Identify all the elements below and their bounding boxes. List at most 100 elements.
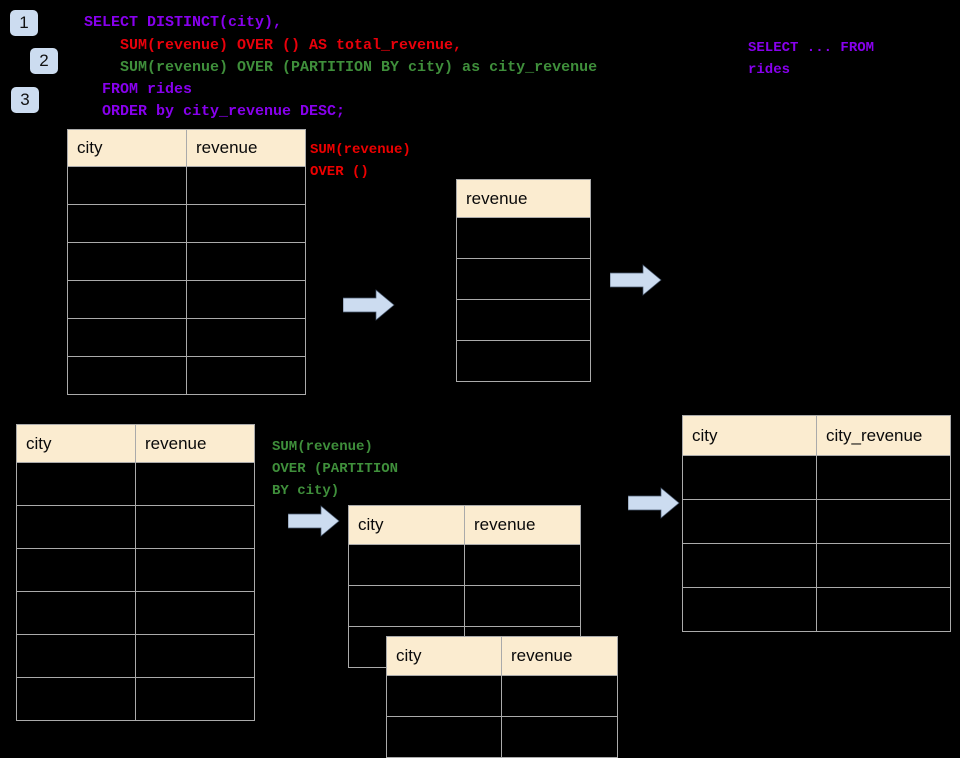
table-row bbox=[386, 675, 618, 717]
partition-group-front-table: city revenue bbox=[386, 636, 618, 758]
cell-revenue bbox=[456, 299, 591, 341]
table-header-row: city revenue bbox=[386, 636, 618, 676]
sql-line-sum-over-partition: SUM(revenue) OVER (PARTITION BY city) as… bbox=[84, 59, 598, 76]
table-row bbox=[16, 591, 255, 635]
cell-revenue bbox=[186, 204, 306, 243]
column-header-revenue: revenue bbox=[456, 179, 591, 218]
table-header-row: revenue bbox=[456, 179, 591, 218]
table-row bbox=[682, 499, 951, 544]
step-badge-1: 1 bbox=[10, 10, 38, 36]
cell-revenue bbox=[135, 548, 255, 592]
column-header-city: city bbox=[16, 424, 136, 463]
table-row bbox=[67, 204, 306, 243]
table-row bbox=[16, 677, 255, 721]
table-row bbox=[456, 299, 591, 341]
cell-city bbox=[386, 675, 502, 717]
cell-city bbox=[386, 716, 502, 758]
table-row bbox=[67, 356, 306, 395]
table-header-row: city revenue bbox=[348, 505, 581, 545]
column-header-city-revenue: city_revenue bbox=[816, 415, 951, 456]
cell-city bbox=[682, 587, 817, 632]
sql-line-sum-over-empty: SUM(revenue) OVER () AS total_revenue, bbox=[84, 37, 463, 54]
table-row bbox=[67, 242, 306, 281]
cell-revenue bbox=[186, 280, 306, 319]
cell-city bbox=[16, 462, 136, 506]
note-sum-over-partition: SUM(revenue) OVER (PARTITION BY city) bbox=[272, 439, 399, 499]
cell-city bbox=[16, 548, 136, 592]
cell-revenue bbox=[186, 166, 306, 205]
cell-city bbox=[67, 318, 187, 357]
column-header-revenue: revenue bbox=[186, 129, 306, 167]
sql-line-select-distinct: SELECT DISTINCT(city), bbox=[84, 14, 283, 31]
table-row bbox=[348, 544, 581, 586]
table-row bbox=[682, 455, 951, 500]
cell-revenue bbox=[456, 340, 591, 382]
cell-revenue bbox=[135, 677, 255, 721]
cell-city bbox=[67, 204, 187, 243]
cell-revenue bbox=[501, 675, 618, 717]
table-row bbox=[16, 505, 255, 549]
cell-city bbox=[16, 505, 136, 549]
cell-city-revenue bbox=[816, 543, 951, 588]
rides-source-top-table: city revenue bbox=[67, 129, 306, 395]
final-result-table: city city_revenue bbox=[682, 415, 951, 632]
cell-revenue bbox=[501, 716, 618, 758]
rides-source-bottom-table: city revenue bbox=[16, 424, 255, 721]
column-header-city: city bbox=[682, 415, 817, 456]
column-header-revenue: revenue bbox=[135, 424, 255, 463]
cell-revenue bbox=[135, 462, 255, 506]
cell-city bbox=[682, 455, 817, 500]
cell-city bbox=[682, 499, 817, 544]
arrow-bottom-2 bbox=[627, 487, 680, 524]
table-row bbox=[16, 462, 255, 506]
column-header-city: city bbox=[386, 636, 502, 676]
table-row bbox=[456, 217, 591, 259]
cell-city-revenue bbox=[816, 455, 951, 500]
step-badge-2: 2 bbox=[30, 48, 58, 74]
cell-city bbox=[16, 591, 136, 635]
cell-revenue bbox=[135, 591, 255, 635]
cell-city-revenue bbox=[816, 499, 951, 544]
cell-revenue bbox=[135, 634, 255, 678]
arrow-bottom-1 bbox=[287, 505, 340, 542]
cell-revenue bbox=[186, 318, 306, 357]
cell-city bbox=[67, 242, 187, 281]
cell-city bbox=[682, 543, 817, 588]
arrow-top-2 bbox=[609, 264, 662, 301]
column-header-city: city bbox=[348, 505, 465, 545]
cell-revenue bbox=[135, 505, 255, 549]
table-row bbox=[67, 166, 306, 205]
column-header-revenue: revenue bbox=[464, 505, 581, 545]
cell-revenue bbox=[464, 585, 581, 627]
cell-revenue bbox=[456, 258, 591, 300]
cell-city bbox=[16, 677, 136, 721]
cell-revenue bbox=[186, 242, 306, 281]
table-header-row: city revenue bbox=[67, 129, 306, 167]
table-row bbox=[386, 716, 618, 758]
table-row bbox=[682, 587, 951, 632]
cell-city bbox=[67, 166, 187, 205]
cell-city bbox=[67, 280, 187, 319]
cell-city-revenue bbox=[816, 587, 951, 632]
cell-city bbox=[348, 585, 465, 627]
table-row bbox=[348, 585, 581, 627]
column-header-revenue: revenue bbox=[501, 636, 618, 676]
table-row bbox=[456, 340, 591, 382]
column-header-city: city bbox=[67, 129, 187, 167]
table-row bbox=[67, 280, 306, 319]
total-revenue-table: revenue bbox=[456, 179, 591, 382]
arrow-top-1 bbox=[342, 289, 395, 326]
cell-city bbox=[67, 356, 187, 395]
sql-line-from: FROM rides bbox=[84, 81, 193, 98]
sql-line-order-by: ORDER by city_revenue DESC; bbox=[84, 103, 346, 120]
note-sum-over-empty: SUM(revenue) OVER () bbox=[310, 142, 411, 180]
cell-revenue bbox=[464, 544, 581, 586]
table-row bbox=[16, 634, 255, 678]
table-row bbox=[456, 258, 591, 300]
cell-revenue bbox=[186, 356, 306, 395]
cell-city bbox=[16, 634, 136, 678]
cell-revenue bbox=[456, 217, 591, 259]
step-badge-3: 3 bbox=[11, 87, 39, 113]
table-row bbox=[16, 548, 255, 592]
table-header-row: city city_revenue bbox=[682, 415, 951, 456]
